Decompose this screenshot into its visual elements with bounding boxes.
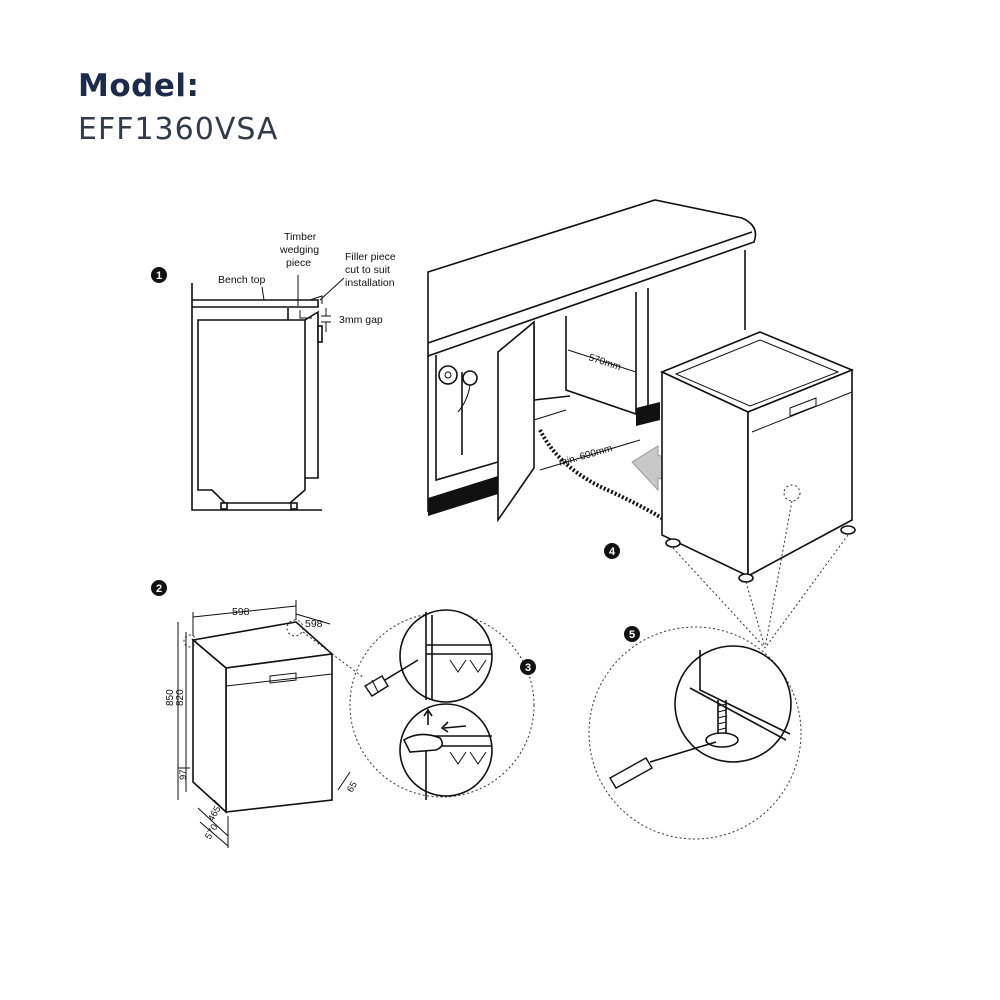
step-1-number: 1 <box>156 270 162 282</box>
dim-820: 820 <box>175 689 186 706</box>
step-1-badge <box>151 267 167 283</box>
dim-850: 850 <box>165 689 176 706</box>
timber-label-2: wedging <box>279 244 319 256</box>
step-3-number: 3 <box>525 662 531 674</box>
timber-label-3: piece <box>286 257 311 269</box>
step2-dimension-drawing: 2 598 598 850 820 97 465 570 65 <box>151 580 365 848</box>
model-number: EFF1360VSA <box>78 112 279 147</box>
dim-598-width: 598 <box>232 606 250 618</box>
filler-label-2: cut to suit <box>345 264 390 276</box>
model-label: Model: <box>78 68 200 104</box>
bench-top-label: Bench top <box>218 274 265 286</box>
filler-label-3: installation <box>345 277 395 289</box>
gap-label: 3mm gap <box>339 314 383 326</box>
step3-detail-drawing: 3 <box>349 609 536 800</box>
timber-label-1: Timber <box>284 231 317 243</box>
step-2-number: 2 <box>156 583 162 595</box>
step5-detail-drawing: 5 <box>588 626 802 840</box>
dim-min-600mm: min. 600mm <box>558 443 614 469</box>
dim-570: 570 <box>203 822 220 841</box>
filler-label-1: Filler piece <box>345 251 396 263</box>
dim-598-depth: 598 <box>305 618 323 630</box>
dim-65: 65 <box>345 780 360 795</box>
dim-570mm: 570mm <box>587 352 622 373</box>
step-4-number: 4 <box>609 546 616 558</box>
step4-cabinet-drawing: 570mm min. 600mm 4 <box>427 199 856 649</box>
dim-97: 97 <box>178 769 189 780</box>
step-5-number: 5 <box>629 629 635 641</box>
step1-section-drawing: 1 Bench top Timber wedging piece Filler … <box>151 231 396 511</box>
